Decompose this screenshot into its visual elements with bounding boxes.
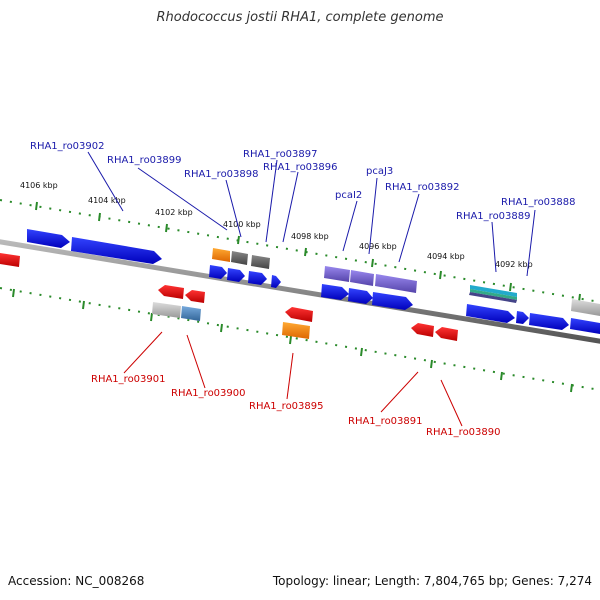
gene-arrow[interactable] <box>348 288 373 304</box>
gene-arrow[interactable] <box>469 292 517 303</box>
gene-arrow[interactable] <box>248 271 267 285</box>
gene-arrow[interactable] <box>435 327 458 341</box>
reverse-callout-lines <box>123 331 463 427</box>
gene-arrow[interactable] <box>251 255 270 269</box>
gene-label[interactable]: RHA1_ro03899 <box>107 155 182 166</box>
gene-arrow[interactable] <box>375 274 417 293</box>
gene-arrow[interactable] <box>282 322 310 339</box>
gene-arrow[interactable] <box>158 285 184 299</box>
gene-arrow[interactable] <box>185 290 205 303</box>
gene-arrow[interactable] <box>271 275 281 288</box>
kbp-label: 4096 kbp <box>359 242 397 251</box>
gene-label[interactable]: RHA1_ro03898 <box>184 169 259 180</box>
genome-backbone <box>0 239 600 344</box>
gene-arrow[interactable] <box>231 251 248 265</box>
gene-label[interactable]: RHA1_ro03891 <box>348 416 423 427</box>
gene-label[interactable]: pcaJ3 <box>366 166 393 177</box>
gene-arrow[interactable] <box>285 307 313 322</box>
gene-arrow[interactable] <box>570 318 600 334</box>
gene-arrow[interactable] <box>27 229 70 248</box>
reverse-tick-track <box>0 287 600 391</box>
gene-label[interactable]: RHA1_ro03889 <box>456 211 531 222</box>
topology-text: Topology: linear; Length: 7,804,765 bp; … <box>272 574 592 588</box>
reverse-gene-arrows <box>0 253 458 341</box>
gene-arrow[interactable] <box>227 268 245 282</box>
gene-arrow[interactable] <box>411 323 434 337</box>
kbp-label: 4098 kbp <box>291 232 329 241</box>
gene-label[interactable]: RHA1_ro03895 <box>249 401 324 412</box>
gene-arrow[interactable] <box>466 304 515 323</box>
map-title: Rhodococcus jostii RHA1, complete genome <box>156 10 444 25</box>
gene-label[interactable]: RHA1_ro03900 <box>171 388 246 399</box>
gene-label[interactable]: RHA1_ro03890 <box>426 427 501 438</box>
major-ticks <box>12 201 581 393</box>
forward-gene-labels: RHA1_ro03902 RHA1_ro03899 RHA1_ro03898 R… <box>30 141 576 222</box>
gene-label[interactable]: RHA1_ro03897 <box>243 149 318 160</box>
gene-label[interactable]: pcaI2 <box>335 190 362 201</box>
kbp-label: 4092 kbp <box>495 260 533 269</box>
forward-callout-lines <box>87 151 536 277</box>
gene-arrow[interactable] <box>0 253 20 267</box>
gene-arrow[interactable] <box>571 299 600 316</box>
gene-arrow[interactable] <box>152 302 181 318</box>
gene-arrow[interactable] <box>209 265 227 279</box>
gene-arrow[interactable] <box>516 311 529 324</box>
gene-arrow[interactable] <box>372 292 413 310</box>
gene-label[interactable]: RHA1_ro03892 <box>385 182 460 193</box>
gene-label[interactable]: RHA1_ro03888 <box>501 197 576 208</box>
gene-arrow[interactable] <box>71 237 162 264</box>
gene-label[interactable]: RHA1_ro03901 <box>91 374 166 385</box>
gene-arrow[interactable] <box>181 306 201 321</box>
reverse-gene-labels: RHA1_ro03901 RHA1_ro03900 RHA1_ro03895 R… <box>91 374 501 438</box>
kbp-label: 4100 kbp <box>223 220 261 229</box>
kbp-label: 4102 kbp <box>155 208 193 217</box>
accession-text: Accession: NC_008268 <box>8 574 145 588</box>
gene-arrow[interactable] <box>470 285 517 297</box>
kbp-label: 4104 kbp <box>88 196 126 205</box>
gene-arrow[interactable] <box>324 266 350 282</box>
forward-gene-arrows <box>27 229 600 334</box>
gene-arrow[interactable] <box>529 313 569 330</box>
gene-arrow[interactable] <box>212 248 230 262</box>
kbp-label: 4094 kbp <box>427 252 465 261</box>
gene-arrow[interactable] <box>321 284 349 300</box>
kbp-labels: 4106 kbp 4104 kbp 4102 kbp 4100 kbp 4098… <box>20 181 533 269</box>
gene-arrow[interactable] <box>470 289 517 300</box>
gene-label[interactable]: RHA1_ro03896 <box>263 162 338 173</box>
kbp-label: 4106 kbp <box>20 181 58 190</box>
gene-arrow[interactable] <box>350 270 374 286</box>
gene-label[interactable]: RHA1_ro03902 <box>30 141 105 152</box>
